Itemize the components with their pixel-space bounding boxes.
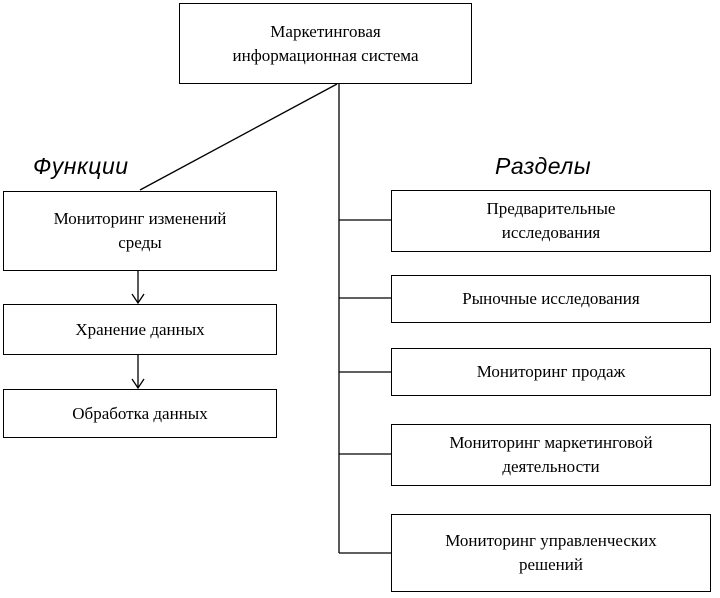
root-box: Маркетинговая информационная система — [179, 3, 472, 84]
section-box-text: Мониторинг управленческих решений — [445, 531, 657, 574]
function-box-text: Мониторинг изменений среды — [53, 209, 227, 252]
arrow-2-head — [131, 378, 145, 390]
function-box-text: Обработка данных — [72, 403, 208, 423]
section-box-text: Предварительные исследования — [486, 199, 616, 242]
section-box-text: Мониторинг продаж — [476, 362, 626, 381]
section-box-text: Мониторинг маркетинговой деятельности — [449, 433, 653, 476]
function-box-data-processing: Обработка данных — [3, 389, 277, 438]
arrow-1-head — [131, 293, 145, 305]
section-box-market-research: Рыночные исследования — [391, 275, 711, 323]
section-box-text: Рыночные исследования — [462, 289, 640, 308]
section-box-marketing-activity-monitoring: Мониторинг маркетинговой деятельности — [391, 424, 711, 486]
function-box-environment-monitoring: Мониторинг изменений среды — [3, 191, 277, 271]
function-box-data-storage: Хранение данных — [3, 304, 277, 355]
section-box-sales-monitoring: Мониторинг продаж — [391, 348, 711, 396]
section-box-management-decisions-monitoring: Мониторинг управленческих решений — [391, 514, 711, 592]
root-box-text: Маркетинговая информационная система — [232, 21, 419, 65]
functions-label: Функции — [33, 153, 129, 179]
root-to-functions-line — [139, 83, 338, 191]
sections-label: Разделы — [495, 153, 592, 179]
function-box-text: Хранение данных — [75, 319, 205, 339]
section-box-preliminary-research: Предварительные исследования — [391, 190, 711, 252]
